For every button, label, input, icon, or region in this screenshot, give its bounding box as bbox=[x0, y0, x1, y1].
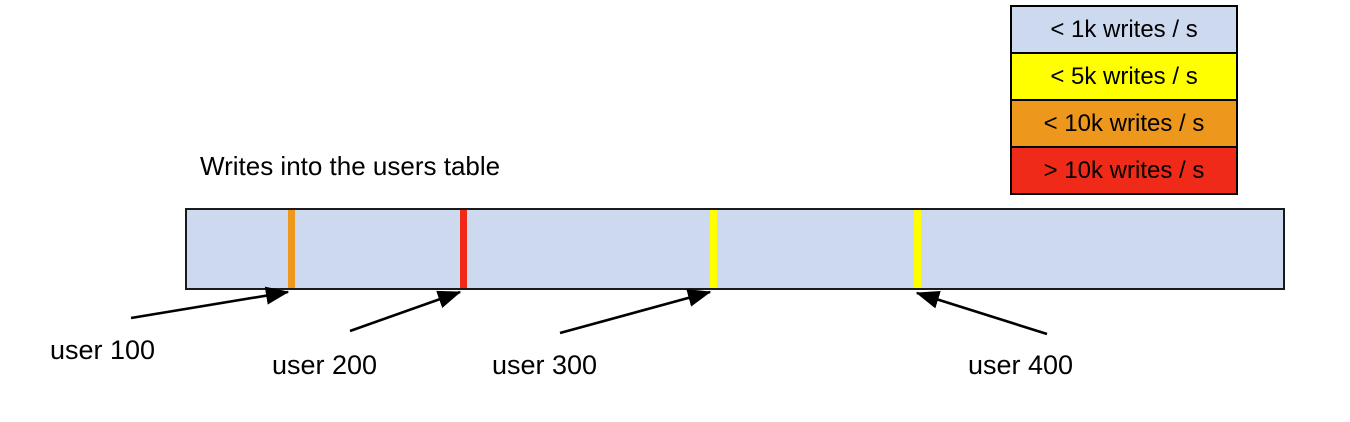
arrow-user-300 bbox=[559, 289, 712, 335]
legend-item-label: > 10k writes / s bbox=[1043, 156, 1205, 184]
callout-label-user-200: user 200 bbox=[272, 350, 378, 380]
legend-item-lt-10k[interactable]: < 10k writes / s bbox=[1012, 101, 1236, 148]
users-table-bar bbox=[185, 208, 1285, 290]
legend-item-label: < 1k writes / s bbox=[1050, 15, 1198, 43]
legend-item-label: < 5k writes / s bbox=[1050, 62, 1198, 90]
arrow-user-100 bbox=[130, 286, 290, 320]
callout-label-user-400: user 400 bbox=[968, 350, 1074, 380]
arrow-user-200 bbox=[349, 290, 462, 333]
marker-user-200[interactable] bbox=[460, 210, 467, 288]
legend-item-label: < 10k writes / s bbox=[1043, 109, 1205, 137]
callout-label-user-100: user 100 bbox=[50, 335, 156, 365]
chart-title: Writes into the users table bbox=[200, 151, 501, 181]
legend-item-gt-10k[interactable]: > 10k writes / s bbox=[1012, 148, 1236, 193]
marker-user-100[interactable] bbox=[288, 210, 295, 288]
callout-label-user-300: user 300 bbox=[492, 350, 598, 380]
arrow-user-400 bbox=[915, 290, 1048, 336]
legend-item-lt-5k[interactable]: < 5k writes / s bbox=[1012, 54, 1236, 101]
legend-item-lt-1k[interactable]: < 1k writes / s bbox=[1012, 7, 1236, 54]
marker-user-400[interactable] bbox=[914, 210, 921, 288]
legend: < 1k writes / s < 5k writes / s < 10k wr… bbox=[1010, 5, 1238, 195]
marker-user-300[interactable] bbox=[710, 210, 717, 288]
